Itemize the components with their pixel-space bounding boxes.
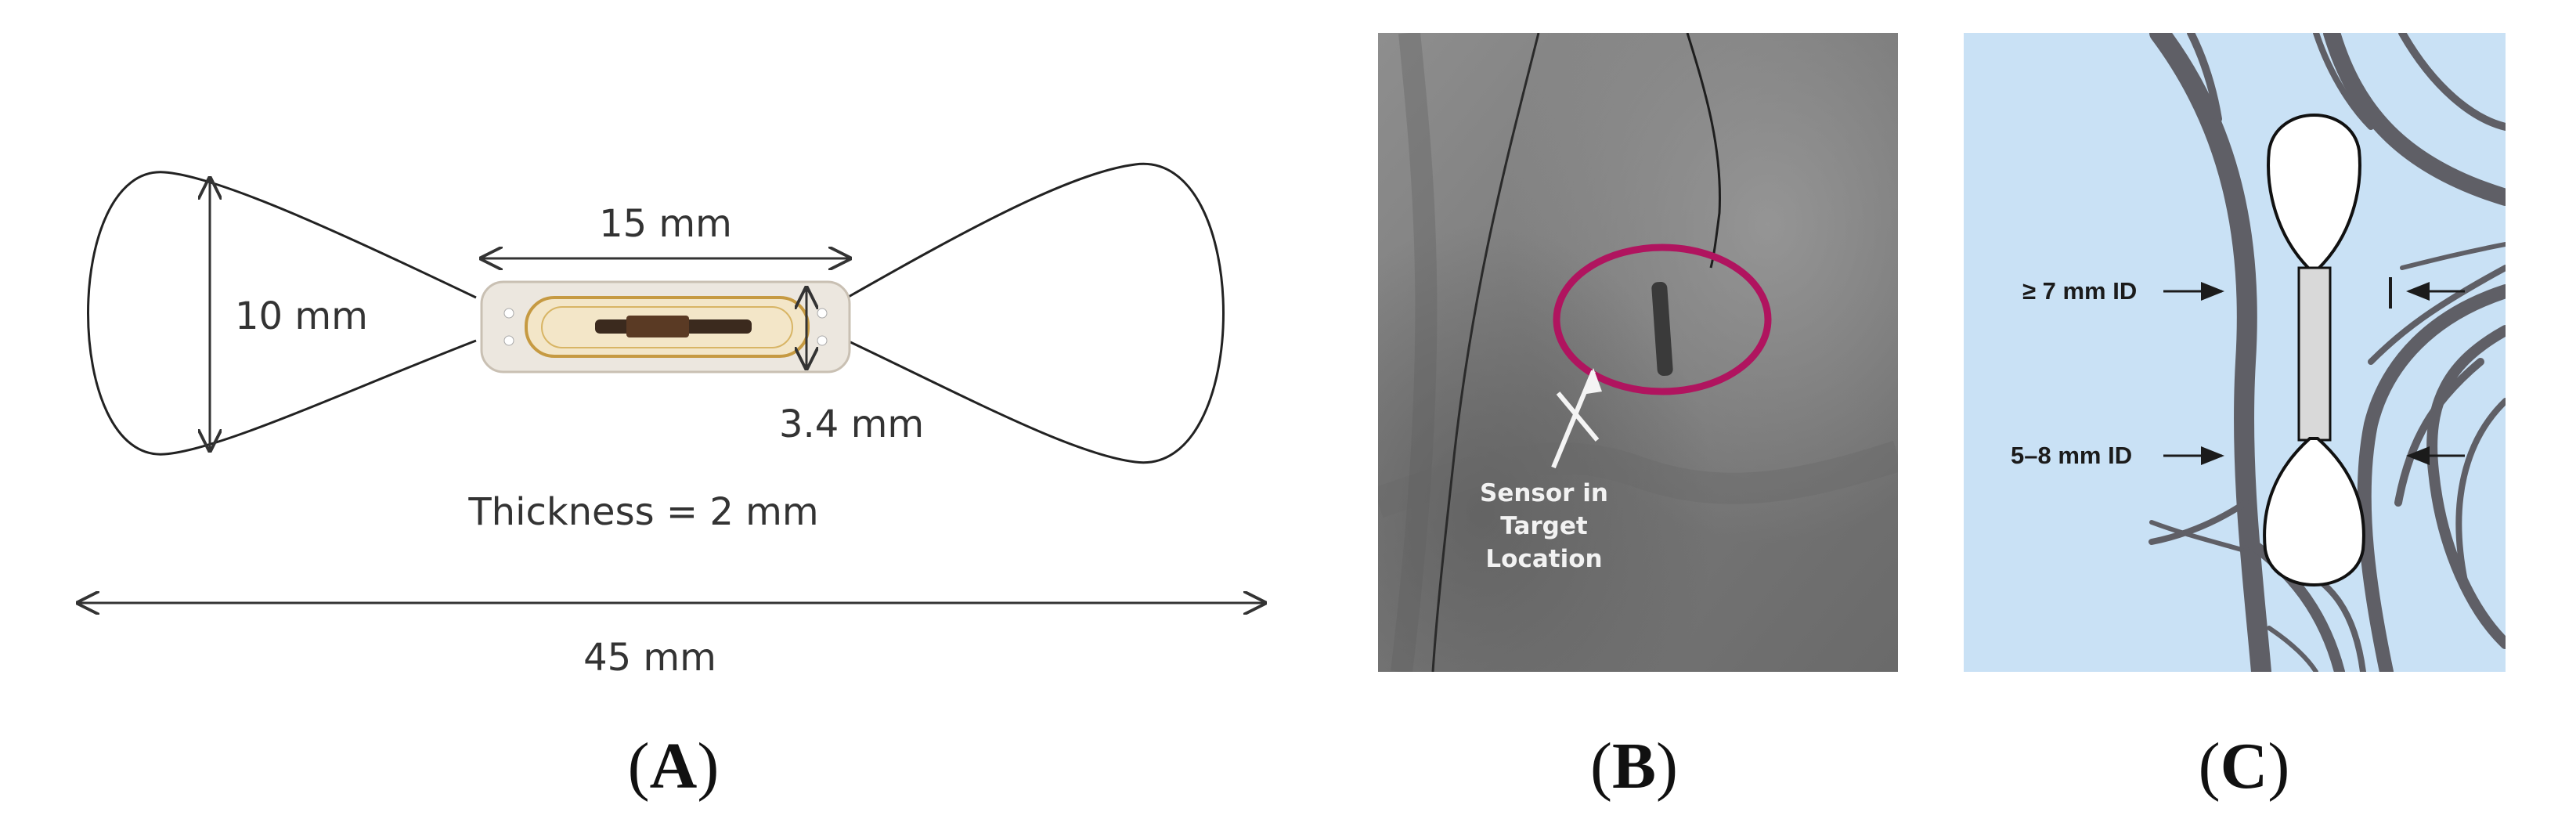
catheter-wire [1431, 33, 1540, 672]
thickness-label: Thickness = 2 mm [467, 490, 818, 534]
implant-schematic [2263, 114, 2365, 586]
panel-a-sensor-dimensions: 15 mm 10 mm 3.4 mm Thickness = 2 mm 45 m… [47, 141, 1284, 705]
target-location-circle [1553, 244, 1772, 395]
panel-b-xray-image: Sensor in Target Location [1378, 33, 1898, 672]
lower-diameter-label: 5–8 mm ID [2011, 442, 2132, 469]
body-height-label: 3.4 mm [779, 402, 924, 446]
annotation-line-3: Location [1485, 545, 1602, 573]
right-wire-loop [846, 163, 1225, 464]
pointer-arrow [1551, 368, 1602, 469]
upper-diameter-label: ≥ 7 mm ID [2022, 277, 2137, 305]
caption-c: (C) [2198, 730, 2290, 803]
width-label: 15 mm [599, 202, 732, 246]
left-wire-loop [87, 171, 477, 456]
caption-b: (B) [1590, 730, 1678, 803]
annotation-line-2: Target [1500, 512, 1588, 540]
caption-a: (A) [627, 730, 720, 803]
length-label: 45 mm [583, 636, 716, 680]
sensor-body [480, 280, 851, 374]
height-label: 10 mm [235, 294, 368, 338]
annotation-line-1: Sensor in [1480, 479, 1608, 507]
implanted-sensor [1651, 281, 1673, 377]
pulmonary-vessels [2148, 33, 2506, 672]
panel-c-vessel-schematic: ≥ 7 mm ID 5–8 mm ID [1964, 33, 2506, 672]
vessel-background [1964, 33, 2506, 672]
catheter-wire [1686, 33, 1721, 269]
